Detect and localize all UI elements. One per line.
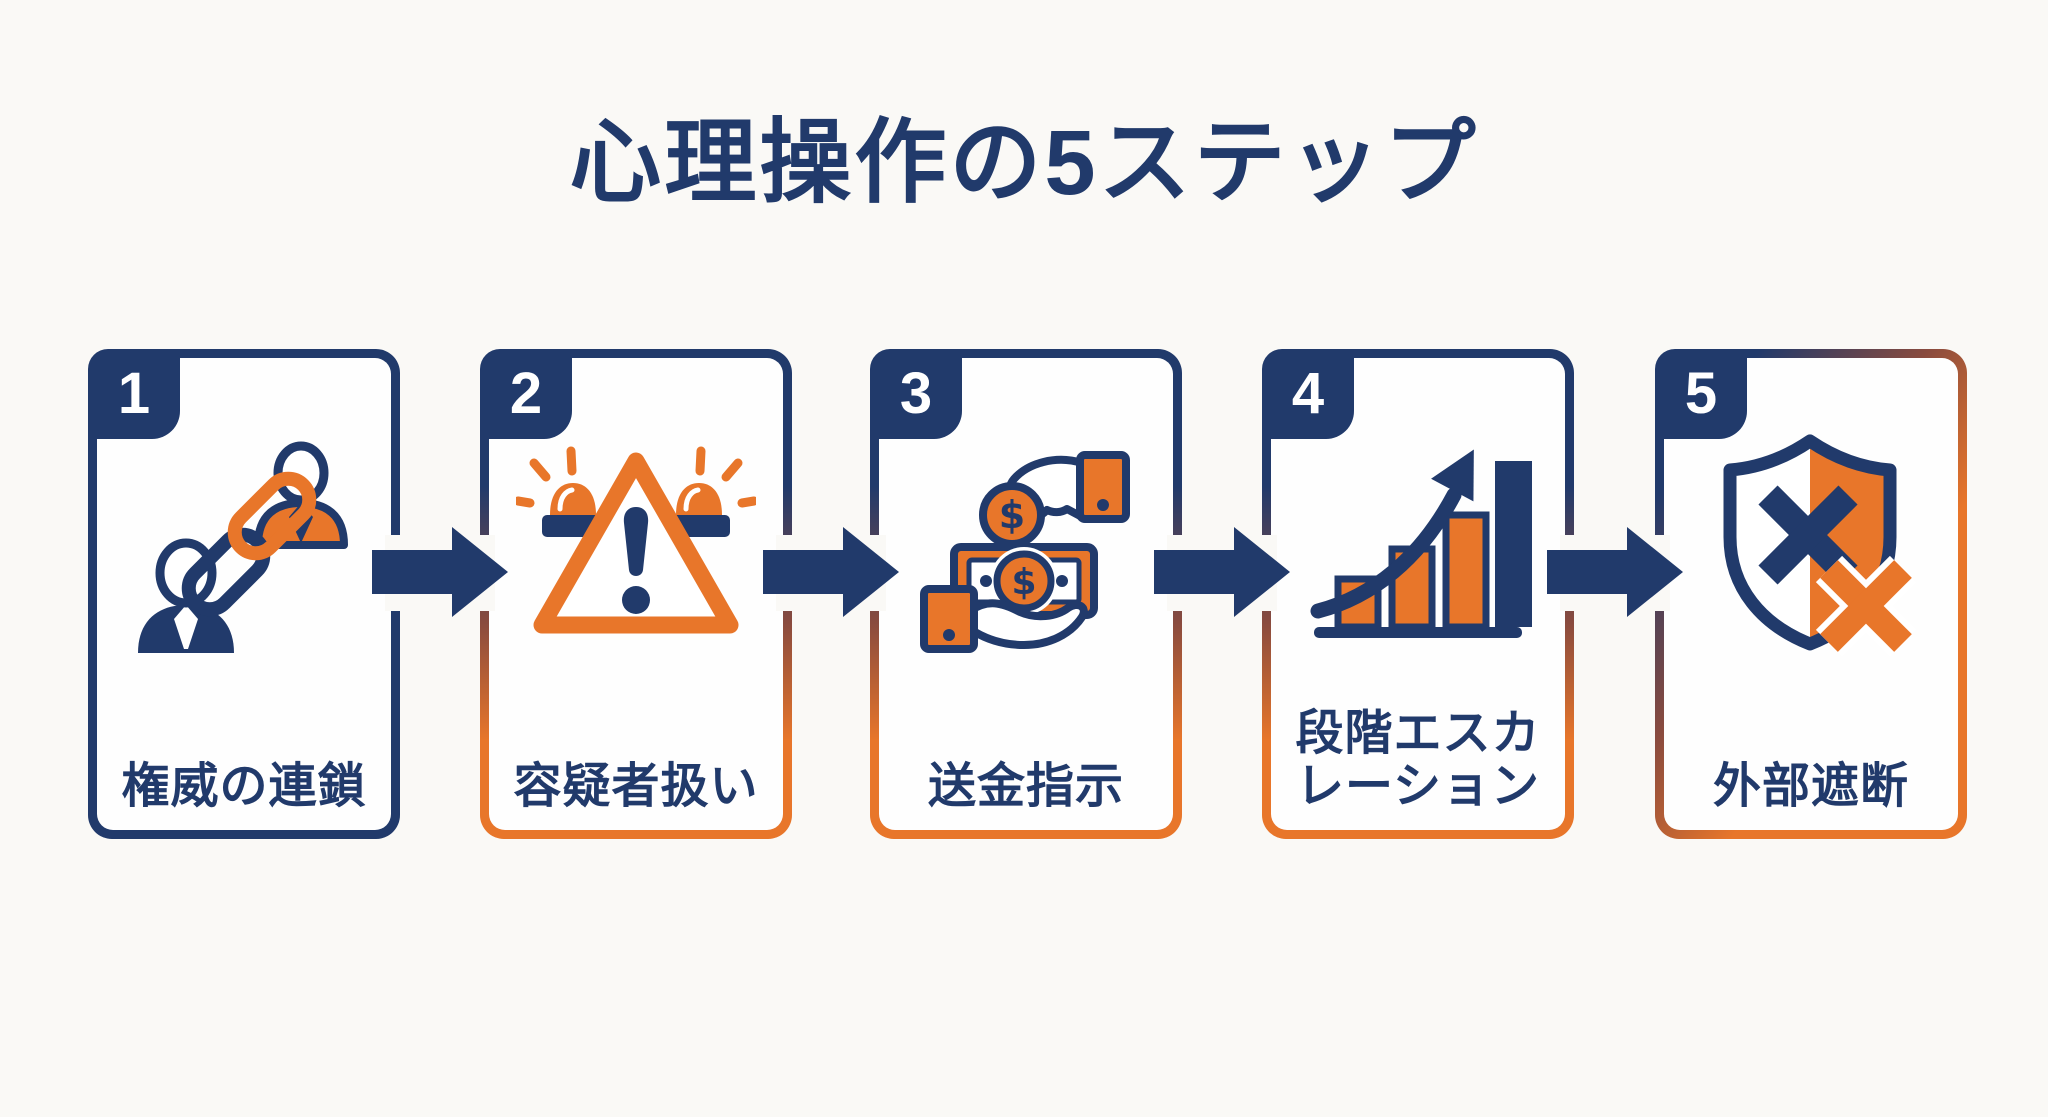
step-card-5: 5 外部遮断 <box>1655 349 1967 839</box>
step-number-badge: 3 <box>870 349 962 439</box>
step-number-badge: 5 <box>1655 349 1747 439</box>
escalation-chart-icon <box>1298 421 1538 661</box>
flow-arrow-right-icon <box>372 527 508 617</box>
svg-text:$: $ <box>999 493 1025 537</box>
authority-chain-icon <box>124 421 364 661</box>
svg-text:$: $ <box>1011 562 1036 603</box>
shield-block-icon <box>1691 421 1931 661</box>
flow-arrow-right-icon <box>763 527 899 617</box>
step-number: 2 <box>509 361 543 426</box>
flow-arrow-right-icon <box>1154 527 1290 617</box>
flow-arrow-right-icon <box>1547 527 1683 617</box>
step-number: 3 <box>899 361 933 426</box>
step-label: 送金指示 <box>927 759 1124 813</box>
money-transfer-icon: $ $ <box>906 421 1146 661</box>
warning-siren-icon <box>516 421 756 661</box>
infographic-title: 心理操作の5ステップ <box>569 112 1479 214</box>
step-label: 段階エスカ レーション <box>1295 707 1541 813</box>
step-label: 外部遮断 <box>1712 759 1909 813</box>
step-label: 容疑者扱い <box>513 759 759 813</box>
step-card-1: 1 権威の連鎖 <box>88 349 400 839</box>
step-card-3: 3 $ $ 送金指示 <box>870 349 1182 839</box>
step-number: 1 <box>117 361 151 426</box>
step-number-badge: 2 <box>480 349 572 439</box>
step-number: 5 <box>1684 361 1718 426</box>
step-label: 権威の連鎖 <box>121 759 367 813</box>
step-card-4: 4 段階エスカ レーション <box>1262 349 1574 839</box>
step-card-2: 2 容疑者扱い <box>480 349 792 839</box>
step-number-badge: 1 <box>88 349 180 439</box>
step-number: 4 <box>1291 361 1325 426</box>
step-number-badge: 4 <box>1262 349 1354 439</box>
